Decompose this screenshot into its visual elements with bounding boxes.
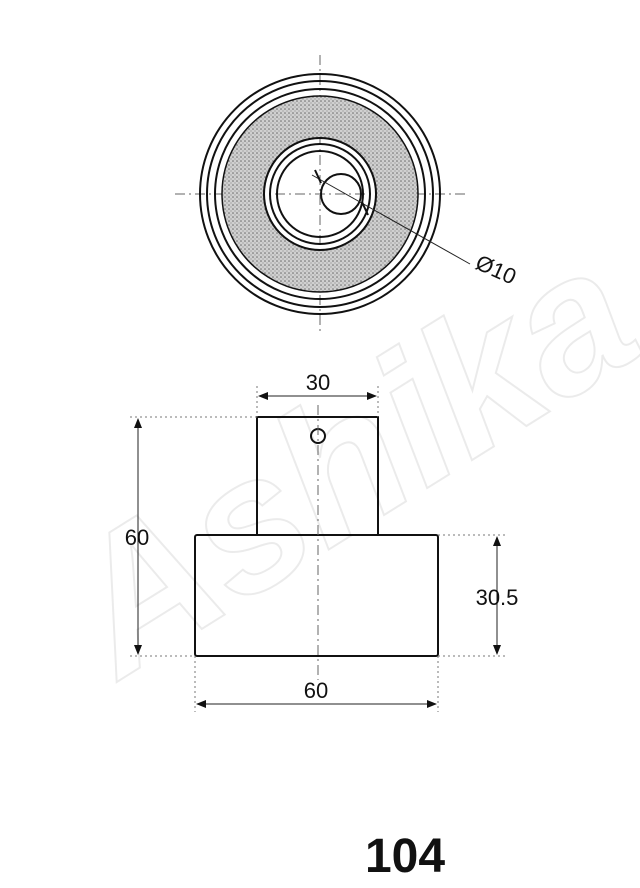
inner-race-middle bbox=[269, 143, 371, 245]
base-section-outline bbox=[194, 534, 439, 657]
top-view: Ø10 bbox=[175, 55, 520, 335]
base-height-label: 30.5 bbox=[476, 585, 519, 610]
inner-race-outer bbox=[263, 137, 377, 251]
eccentric-bore bbox=[320, 173, 362, 215]
bore-leader-tick-start bbox=[314, 169, 322, 184]
inner-race-inner bbox=[276, 150, 364, 238]
part-number: 104 bbox=[365, 830, 445, 883]
side-view: 30 60 30.5 60 bbox=[125, 370, 519, 712]
outer-ring bbox=[199, 73, 441, 315]
bore-leader-line bbox=[311, 174, 471, 265]
upper-width-label: 30 bbox=[306, 370, 330, 395]
bore-leader-tick-end bbox=[361, 201, 369, 216]
total-height-label: 60 bbox=[125, 525, 149, 550]
outer-ring-inner-edge bbox=[206, 80, 434, 308]
bearing-outer-edge bbox=[214, 88, 426, 300]
base-width-label: 60 bbox=[304, 678, 328, 703]
